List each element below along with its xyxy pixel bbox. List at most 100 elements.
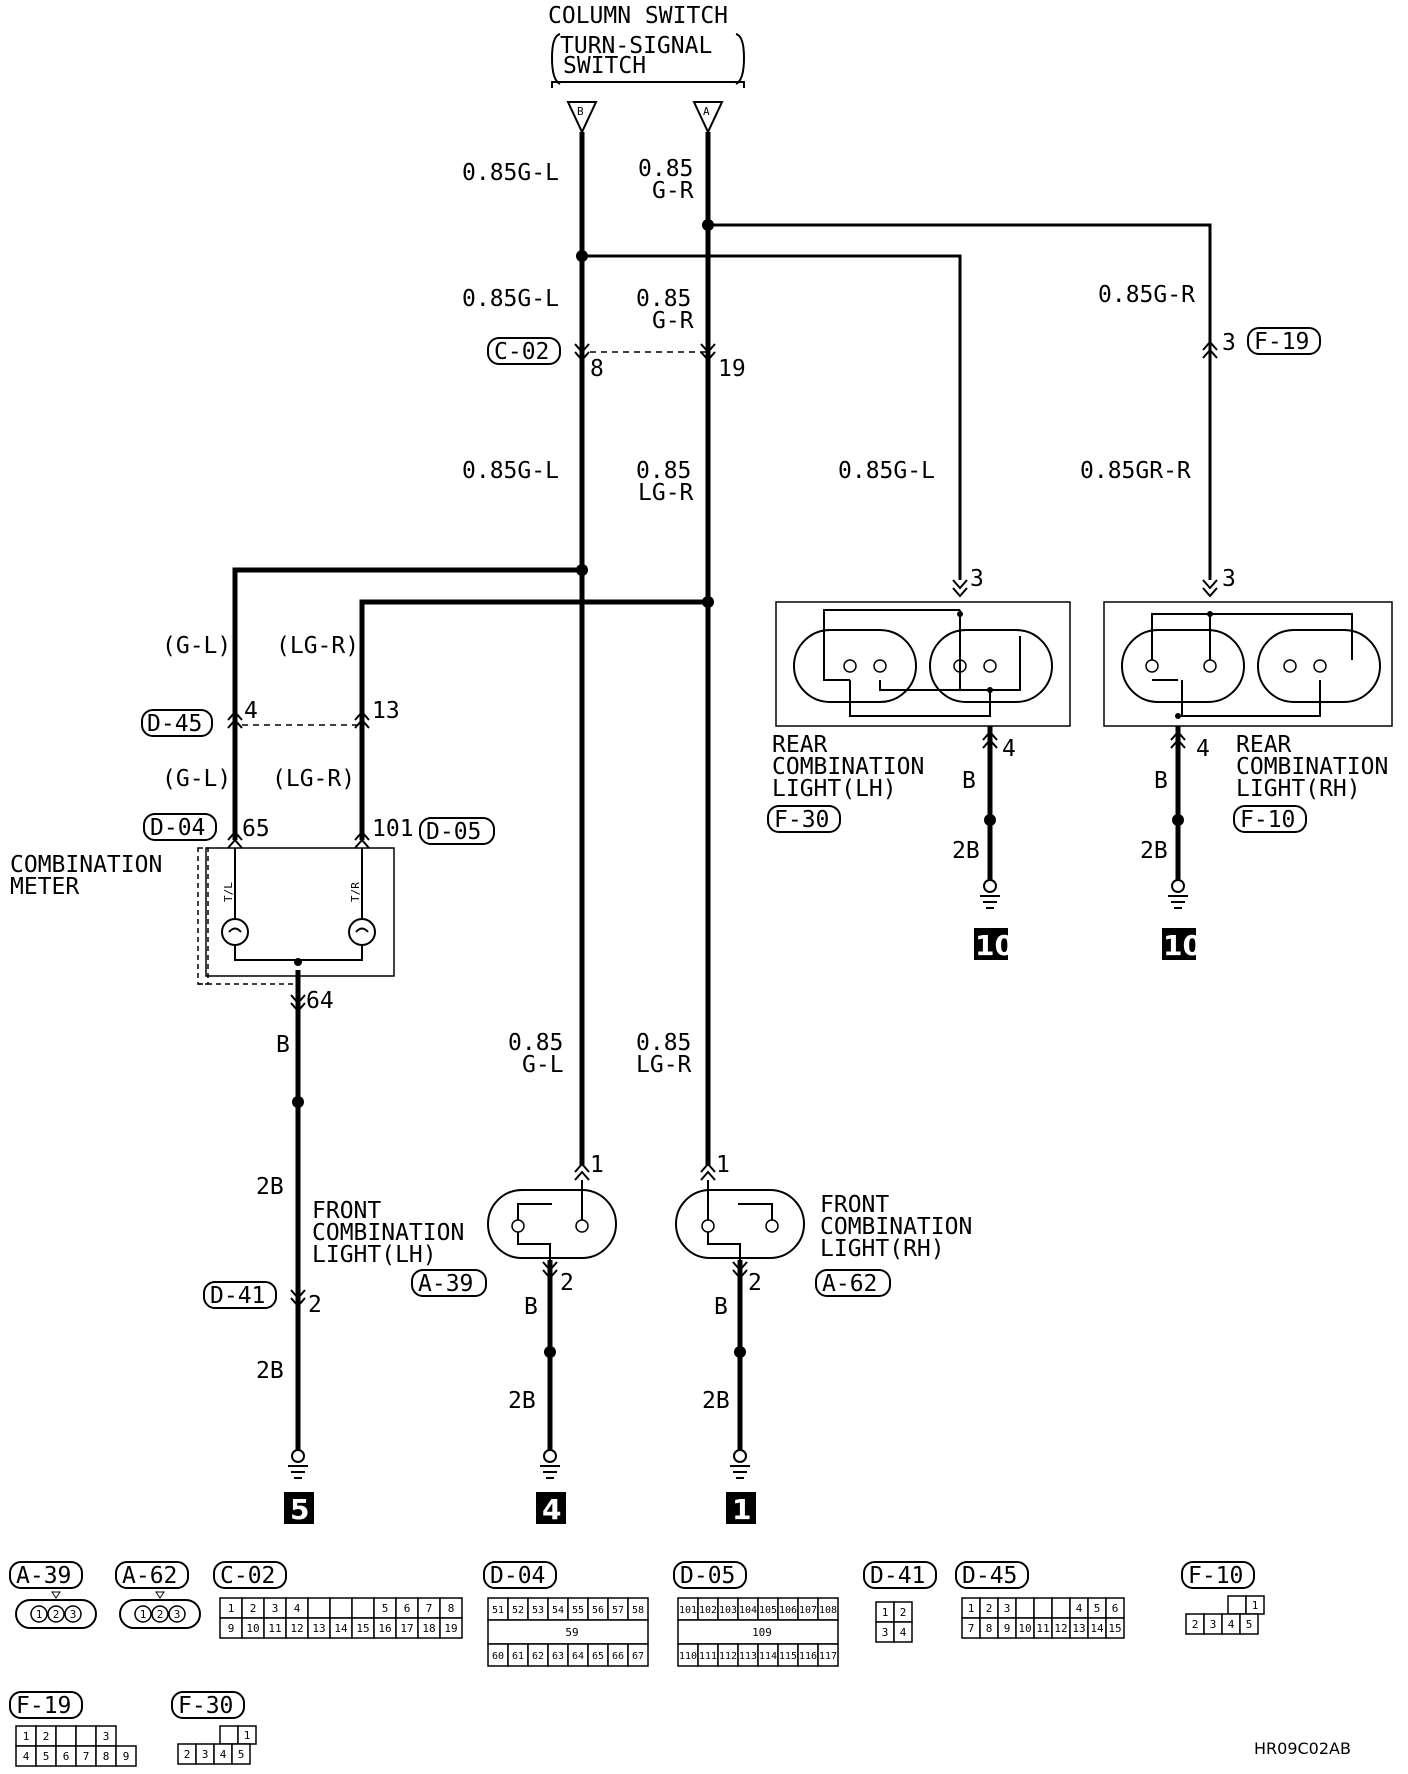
d04-pin-60: 60 <box>492 1651 504 1662</box>
d05-mid-cell <box>677 1619 839 1645</box>
f10-pin-2: 2 <box>1192 1618 1199 1631</box>
rear-lh-label-1: REAR <box>772 732 828 758</box>
c02-pin-7: 7 <box>426 1602 433 1615</box>
d45-pin-11: 11 <box>1036 1622 1049 1635</box>
c02-pin-13: 13 <box>312 1622 325 1635</box>
c02-pin-1: 1 <box>228 1602 235 1615</box>
tag-d45: D-45 <box>147 711 202 737</box>
f19-cell <box>75 1725 97 1747</box>
pin-meter-out: 64 <box>306 988 334 1014</box>
d41-pin-2: 2 <box>900 1606 907 1619</box>
d05-pin-110: 110 <box>679 1651 697 1662</box>
header-bracket <box>551 81 745 88</box>
pin-front-lh-in: 1 <box>590 1152 604 1178</box>
d05-pin-108: 108 <box>819 1605 837 1616</box>
f30-pin-4: 4 <box>220 1748 227 1761</box>
pin-d41: 2 <box>308 1292 322 1318</box>
d45-pin-10: 10 <box>1018 1622 1031 1635</box>
c02-pin-9: 9 <box>228 1622 235 1635</box>
pin-d05: 101 <box>372 816 414 842</box>
d45-pin-7: 7 <box>968 1622 975 1635</box>
f10-pin-1: 1 <box>1252 1599 1259 1612</box>
c02-pin-8: 8 <box>448 1602 455 1615</box>
tag-d04: D-04 <box>150 815 205 841</box>
pin-front-rh-out: 2 <box>748 1270 762 1296</box>
front-lh-label-3: LIGHT(LH) <box>312 1242 437 1268</box>
d05-pin-114: 114 <box>759 1651 777 1662</box>
f30-pin-2: 2 <box>184 1748 191 1761</box>
c02-pin-17: 17 <box>400 1622 413 1635</box>
a39-pin-circle <box>30 1605 48 1623</box>
front-lh-label-1: FRONT <box>312 1198 381 1224</box>
ground-4: 4 <box>542 1493 561 1526</box>
pin-f19: 3 <box>1222 330 1236 356</box>
c02-pin-15: 15 <box>356 1622 369 1635</box>
column-switch-subtitle-1: TURN-SIGNAL <box>560 33 712 59</box>
terminal-b-label: B <box>577 105 584 118</box>
junctions <box>292 219 1184 1358</box>
d05-pin-109: 109 <box>752 1626 772 1639</box>
f19-pin-8: 8 <box>103 1750 110 1763</box>
pin-c02-a: 19 <box>718 356 746 382</box>
rear-rh-label-3: LIGHT(RH) <box>1236 776 1361 802</box>
view-tag-f10: F-10 <box>1188 1563 1243 1589</box>
d41-pin-4: 4 <box>900 1626 907 1639</box>
d45-cell <box>1105 1617 1125 1639</box>
f19-pin-7: 7 <box>83 1750 90 1763</box>
view-tag-d45: D-45 <box>962 1563 1017 1589</box>
f19-pin-5: 5 <box>43 1750 50 1763</box>
column-switch-header: COLUMN SWITCH TURN-SIGNAL SWITCH B A <box>548 3 746 135</box>
f30-pin-3: 3 <box>202 1748 209 1761</box>
c02-pin-18: 18 <box>422 1622 435 1635</box>
f10-pin-4: 4 <box>1228 1618 1235 1631</box>
d05-pin-101: 101 <box>679 1605 697 1616</box>
wire-label-front-lh-1: 0.85 <box>508 1030 563 1056</box>
wire-label-front-rh-2: LG-R <box>636 1052 692 1078</box>
a39-pin-3: 3 <box>70 1608 77 1621</box>
connector-view-tags: A-39 A-62 C-02 D-04 D-05 D-41 D-45 F-10 … <box>9 1561 1255 1719</box>
f30-cell <box>231 1743 251 1765</box>
wire-label-meter-left-lower: (G-L) <box>162 766 231 792</box>
a62-pin-3: 3 <box>174 1608 181 1621</box>
d45-pin-5: 5 <box>1094 1602 1101 1615</box>
front-rh-label-3: LIGHT(RH) <box>820 1236 945 1262</box>
view-tag-a39: A-39 <box>16 1563 71 1589</box>
d05-pin-116: 116 <box>799 1651 817 1662</box>
column-switch-title: COLUMN SWITCH <box>548 3 728 29</box>
ground-5: 5 <box>290 1493 309 1526</box>
f19-pin-2: 2 <box>43 1730 50 1743</box>
pin-rear-rh-out: 4 <box>1196 736 1210 762</box>
terminal-a-label: A <box>703 105 710 118</box>
d05-cell <box>817 1643 839 1667</box>
a62-pin-circle <box>151 1605 169 1623</box>
pin-rear-lh-in: 3 <box>970 566 984 592</box>
d41-cell <box>893 1621 913 1643</box>
connector-chevrons <box>227 340 1218 1308</box>
terminal-b-triangle <box>566 101 598 135</box>
d04-pin-56: 56 <box>592 1605 604 1616</box>
c02-cell <box>329 1597 353 1619</box>
wire-label-rear-lh-b: B <box>962 768 976 794</box>
c02-cell <box>439 1617 463 1639</box>
ground-10-lh: 10 <box>975 929 1014 962</box>
c02-cell <box>307 1597 331 1619</box>
paren-left <box>550 33 561 85</box>
c02-pin-11: 11 <box>268 1622 281 1635</box>
d45-pin-9: 9 <box>1004 1622 1011 1635</box>
wire-label-front-rh-2b: 2B <box>702 1388 730 1414</box>
f19-pin-3: 3 <box>103 1730 110 1743</box>
c02-pin-4: 4 <box>294 1602 301 1615</box>
d04-pin-55: 55 <box>572 1605 584 1616</box>
f10-cell <box>1239 1613 1259 1635</box>
paren-right <box>735 33 746 85</box>
d45-pin-3: 3 <box>1004 1602 1011 1615</box>
view-tag-f19: F-19 <box>16 1693 71 1719</box>
d04-pin-58: 58 <box>632 1605 644 1616</box>
d05-pin-113: 113 <box>739 1651 757 1662</box>
figure-code: HR09C02AB <box>1254 1739 1351 1758</box>
front-rh-label-2: COMBINATION <box>820 1214 972 1240</box>
d45-pin-1: 1 <box>968 1602 975 1615</box>
a62-pin-1: 1 <box>140 1608 147 1621</box>
meter-tr-label: T/R <box>349 882 362 902</box>
